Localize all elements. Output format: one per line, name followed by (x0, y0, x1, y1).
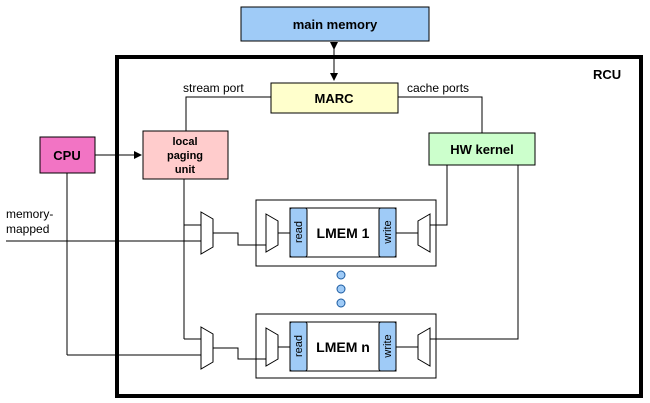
memory-mapped-label-1: memory- (6, 207, 53, 221)
local-paging-unit-box (142, 130, 229, 180)
marc-box (270, 82, 399, 114)
lmem-n-label: LMEM n (316, 339, 370, 355)
ellipsis-dot-2 (336, 284, 346, 294)
lmem-1-group: read write LMEM 1 (200, 199, 437, 267)
main-memory-label: main memory (293, 17, 378, 32)
hw-kernel-box (428, 132, 536, 166)
lmem-1-mux-inner (265, 213, 279, 253)
lmem-n-mux-right (417, 327, 431, 367)
rcu-boundary (115, 55, 643, 398)
local-paging-label-3: unit (175, 164, 195, 176)
lmem-1-label: LMEM 1 (317, 225, 370, 241)
ellipsis-dot-3 (336, 298, 346, 308)
local-paging-label-1: local (172, 136, 197, 148)
lmem-1-read-port (289, 207, 308, 258)
marc-to-paging-wire (185, 96, 271, 131)
hwkernel-to-lmem-1-wire (430, 165, 448, 226)
lmem-n-read-port (289, 321, 308, 372)
lmem-n-mux-left (200, 326, 214, 370)
memory-mapped-label-2: mapped (6, 222, 49, 236)
stream-port-label: stream port (183, 81, 244, 95)
lmem-n-bank (289, 321, 397, 372)
cpu-box (39, 136, 96, 174)
marc-to-hwkernel-wire (398, 96, 483, 133)
hwkernel-to-lmem-n-wire (430, 165, 519, 340)
lmem-n-read-label: read (293, 335, 305, 357)
main-memory-box (240, 6, 430, 42)
lmem-n-loop (255, 313, 437, 379)
lmem-1-loop (255, 199, 437, 267)
lmem-n-write-port (378, 321, 397, 372)
cache-ports-label: cache ports (407, 81, 469, 95)
lmem-1-write-port (378, 207, 397, 258)
lmem-1-wire-a (213, 232, 266, 246)
lmem-1-mux-right (417, 213, 431, 253)
hw-kernel-label: HW kernel (450, 142, 514, 157)
lmem-n-group: read write LMEM n (200, 313, 437, 379)
cpu-label: CPU (53, 148, 80, 163)
lmem-n-wire-a (213, 347, 266, 360)
local-paging-label-2: paging (167, 150, 203, 162)
rcu-label: RCU (593, 67, 621, 82)
lmem-n-mux-inner (265, 327, 279, 367)
lmem-1-write-label: write (382, 220, 394, 244)
lmem-1-read-label: read (293, 221, 305, 243)
ellipsis-dot-1 (336, 270, 346, 280)
lmem-1-mux-left (200, 211, 214, 255)
lmem-n-write-label: write (382, 334, 394, 358)
marc-label: MARC (315, 91, 355, 106)
